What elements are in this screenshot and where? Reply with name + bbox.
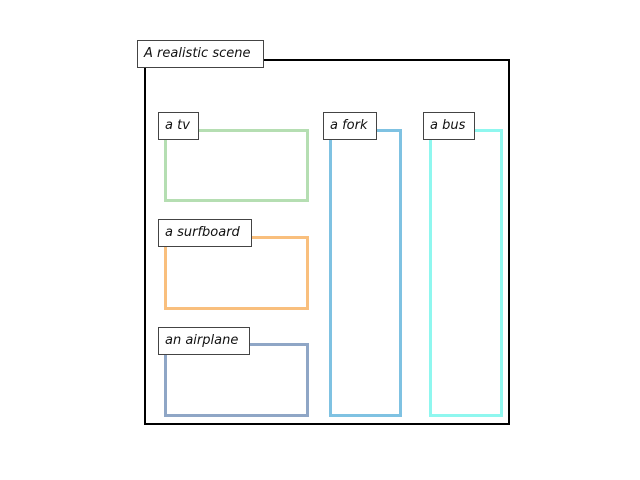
fork-label: a fork — [323, 112, 377, 140]
fork-bounding-box — [329, 129, 402, 417]
surfboard-bounding-box — [164, 236, 309, 310]
scene-title: A realistic scene — [137, 40, 264, 68]
bus-label: a bus — [423, 112, 475, 140]
scene-frame — [144, 59, 510, 425]
airplane-label: an airplane — [158, 327, 250, 355]
tv-label: a tv — [158, 112, 199, 140]
bus-bounding-box — [429, 129, 503, 417]
tv-bounding-box — [164, 129, 309, 202]
surfboard-label: a surfboard — [158, 219, 252, 247]
